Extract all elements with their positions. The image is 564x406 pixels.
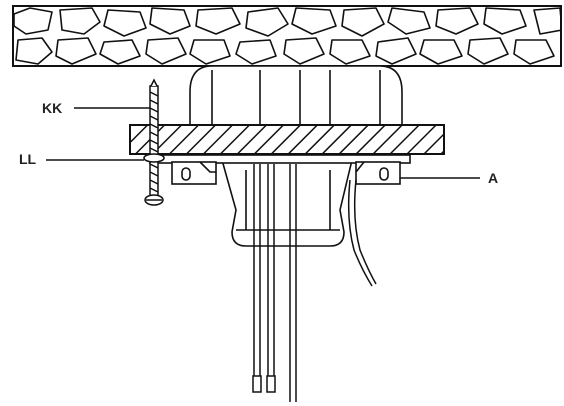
label-ll: LL: [19, 151, 37, 167]
ceiling-slab: [13, 6, 562, 66]
dome-housing: [190, 66, 402, 125]
lower-housing: [222, 160, 352, 246]
label-kk: KK: [42, 100, 62, 116]
washer: [144, 154, 164, 162]
label-a: A: [488, 170, 498, 186]
ceiling-board: [130, 125, 444, 154]
bracket-left: [172, 162, 216, 184]
bracket-right: [356, 162, 400, 184]
